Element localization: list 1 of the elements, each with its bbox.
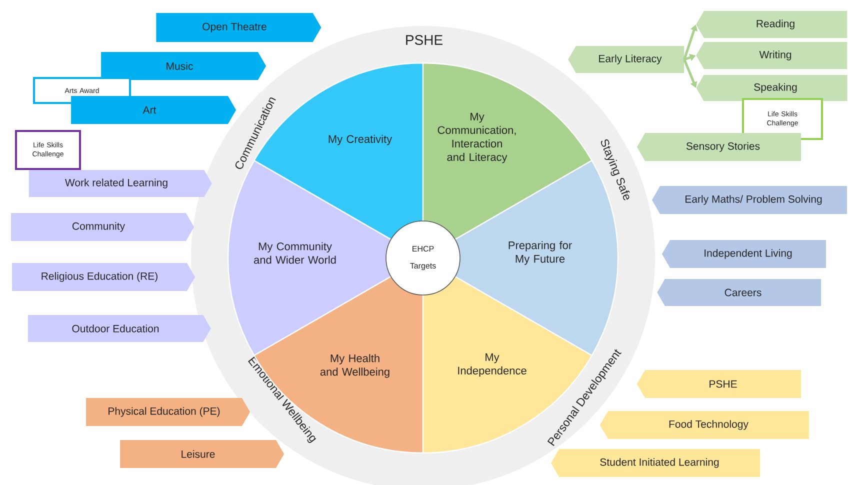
arrow-box: Early Literacy: [568, 46, 684, 73]
